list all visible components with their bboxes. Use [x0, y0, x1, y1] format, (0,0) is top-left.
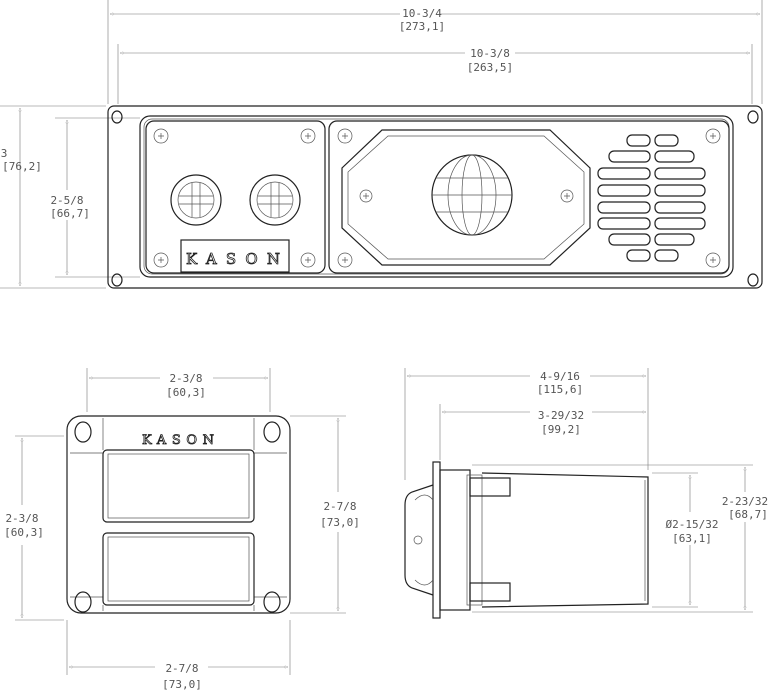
upper-window — [102, 449, 255, 523]
dim-overall-height-mm: [76,2] — [2, 160, 42, 173]
peg-upper — [469, 477, 511, 497]
left-panel — [145, 120, 326, 274]
kason-logo-front: KASON — [142, 433, 214, 448]
dim-inner-width-mm: [263,5] — [467, 61, 513, 74]
dim-diameter: Ø2-15/32 — [666, 518, 719, 531]
mounting-holes — [111, 110, 759, 287]
top-view: 10-3/4 [273,1] 10-3/8 [263,5] 3 [76,2] 2… — [0, 0, 763, 289]
cylinder-body — [481, 472, 649, 608]
side-flange — [432, 461, 441, 619]
vent-grille — [597, 134, 706, 262]
side-view: 4-9/16 [115,6] 3-29/32 [99,2] Ø2-15/32 [… — [404, 368, 768, 619]
right-panel — [328, 120, 730, 274]
panel-screws — [153, 128, 721, 268]
dim-inner-height-mm: [66,7] — [50, 207, 90, 220]
dim-plate-width: 2-7/8 — [165, 662, 198, 675]
dim-body-height-mm: [68,7] — [728, 508, 768, 521]
dim-plate-height-mm: [73,0] — [320, 516, 360, 529]
dim-body-depth: 3-29/32 — [538, 409, 584, 422]
dim-body-depth-mm: [99,2] — [541, 423, 581, 436]
dim-hole-height: 2-3/8 — [5, 512, 38, 525]
peg-lower — [469, 582, 511, 602]
dim-overall-depth: 4-9/16 — [540, 370, 580, 383]
housing — [439, 469, 471, 611]
dim-overall-height: 3 — [1, 147, 8, 160]
front-mounting-holes — [74, 421, 281, 613]
front-cap — [404, 484, 434, 596]
dim-overall-depth-mm: [115,6] — [537, 383, 583, 396]
front-plate — [66, 415, 291, 614]
dim-inner-width: 10-3/8 — [470, 47, 510, 60]
kason-logo-top: KASON — [180, 239, 290, 273]
globe-grille — [431, 154, 513, 236]
bezel — [139, 115, 734, 278]
dim-plate-height: 2-7/8 — [323, 500, 356, 513]
dim-hole-width-mm: [60,3] — [166, 386, 206, 399]
dim-hole-height-mm: [60,3] — [4, 526, 44, 539]
dim-overall-width: 10-3/4 — [402, 7, 442, 20]
svg-text:KASON: KASON — [186, 250, 280, 268]
knobs — [170, 174, 301, 226]
dim-plate-width-mm: [73,0] — [162, 678, 202, 691]
dim-overall-width-mm: [273,1] — [399, 20, 445, 33]
dim-inner-height: 2-5/8 — [50, 194, 83, 207]
front-view: 2-3/8 [60,3] 2-3/8 [60,3] 2-7/8 [73,0] 2… — [4, 368, 360, 691]
screw-icons — [359, 189, 574, 203]
dim-hole-width: 2-3/8 — [169, 372, 202, 385]
lower-window — [102, 532, 255, 606]
dim-diameter-mm: [63,1] — [672, 532, 712, 545]
mounting-plate — [107, 105, 763, 289]
dim-body-height: 2-23/32 — [722, 495, 768, 508]
speaker-housing — [341, 129, 591, 266]
